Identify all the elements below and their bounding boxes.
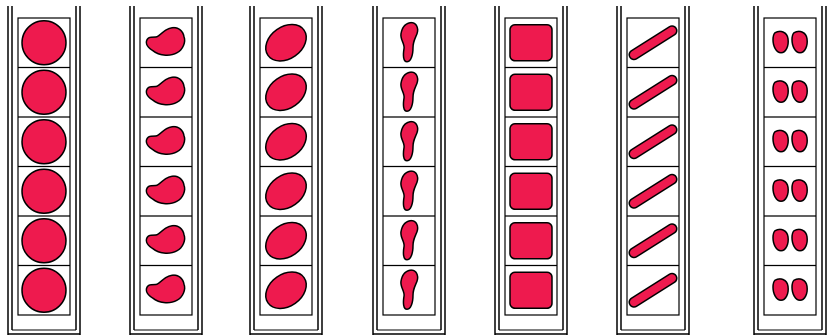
- narrow-vertical-blob-icon: [401, 171, 418, 210]
- rounded-square-icon: [510, 25, 552, 61]
- cell: [146, 176, 184, 204]
- tilted-ellipse-icon: [259, 67, 313, 118]
- cell: [510, 272, 552, 308]
- irregular-blob-icon: [146, 226, 184, 254]
- cell: [146, 127, 184, 155]
- diagonal-rod-icon: [634, 179, 672, 203]
- cell: [510, 173, 552, 209]
- left-lobe-icon: [773, 279, 788, 300]
- right-lobe-icon: [792, 130, 807, 151]
- right-lobe-icon: [792, 229, 807, 250]
- narrow-vertical-blob-icon: [401, 23, 418, 62]
- rounded-square-icon: [510, 173, 552, 209]
- circle-icon: [22, 219, 66, 263]
- left-lobe-icon: [773, 180, 788, 201]
- tilted-ellipse-icon: [259, 166, 313, 217]
- diagonal-rod-icon: [634, 31, 672, 55]
- cell: [146, 28, 184, 56]
- cell: [22, 169, 66, 213]
- diagonal-rod-icon: [634, 130, 672, 154]
- cell: [773, 130, 807, 151]
- tilted-ellipse-icon: [259, 215, 313, 266]
- tilted-ellipse-icon: [259, 265, 313, 316]
- rounded-square-icon: [510, 223, 552, 259]
- tilted-ellipse-icon: [259, 17, 313, 68]
- irregular-blob-icon: [146, 28, 184, 56]
- circle-icon: [22, 21, 66, 65]
- rounded-square-icon: [510, 74, 552, 110]
- left-lobe-icon: [773, 229, 788, 250]
- rounded-square-icon: [510, 124, 552, 160]
- shape-column: [130, 6, 202, 335]
- cell: [510, 74, 552, 110]
- left-lobe-icon: [773, 81, 788, 102]
- cell: [259, 265, 313, 316]
- cell: [773, 31, 807, 52]
- cell: [510, 25, 552, 61]
- circle-icon: [22, 70, 66, 114]
- cell: [22, 120, 66, 164]
- shape-column: [495, 6, 567, 335]
- diagonal-rod-icon: [634, 229, 672, 253]
- cell: [401, 270, 418, 309]
- shape-column: [373, 6, 445, 335]
- irregular-blob-icon: [146, 77, 184, 105]
- circle-icon: [22, 169, 66, 213]
- irregular-blob-icon: [146, 275, 184, 303]
- cell: [634, 278, 672, 302]
- cell: [401, 122, 418, 161]
- cell: [22, 219, 66, 263]
- rounded-square-icon: [510, 272, 552, 308]
- narrow-vertical-blob-icon: [401, 270, 418, 309]
- cell: [634, 229, 672, 253]
- cell: [401, 23, 418, 62]
- cell: [259, 17, 313, 68]
- cell: [634, 80, 672, 104]
- left-lobe-icon: [773, 31, 788, 52]
- diagonal-rod-icon: [634, 278, 672, 302]
- cell: [634, 179, 672, 203]
- circle-icon: [22, 120, 66, 164]
- cell: [401, 171, 418, 210]
- cell: [259, 67, 313, 118]
- cell: [22, 21, 66, 65]
- shape-column: [617, 6, 689, 335]
- circle-icon: [22, 268, 66, 312]
- cell: [259, 215, 313, 266]
- cell: [22, 268, 66, 312]
- narrow-vertical-blob-icon: [401, 122, 418, 161]
- cell: [510, 124, 552, 160]
- irregular-blob-icon: [146, 127, 184, 155]
- cell: [634, 130, 672, 154]
- right-lobe-icon: [792, 31, 807, 52]
- right-lobe-icon: [792, 180, 807, 201]
- narrow-vertical-blob-icon: [401, 221, 418, 260]
- cell: [401, 221, 418, 260]
- irregular-blob-icon: [146, 176, 184, 204]
- cell: [22, 70, 66, 114]
- cell: [773, 279, 807, 300]
- cell: [146, 226, 184, 254]
- cell: [773, 81, 807, 102]
- cell: [146, 275, 184, 303]
- cell: [401, 72, 418, 111]
- tilted-ellipse-icon: [259, 116, 313, 167]
- cell: [259, 116, 313, 167]
- cell: [259, 166, 313, 217]
- narrow-vertical-blob-icon: [401, 72, 418, 111]
- shape-column: [754, 6, 826, 335]
- left-lobe-icon: [773, 130, 788, 151]
- diagonal-rod-icon: [634, 80, 672, 104]
- right-lobe-icon: [792, 81, 807, 102]
- cell: [773, 229, 807, 250]
- cell: [146, 77, 184, 105]
- shape-column: [8, 6, 80, 335]
- right-lobe-icon: [792, 279, 807, 300]
- cell: [634, 31, 672, 55]
- cell: [510, 223, 552, 259]
- shape-column: [250, 6, 322, 335]
- cell: [773, 180, 807, 201]
